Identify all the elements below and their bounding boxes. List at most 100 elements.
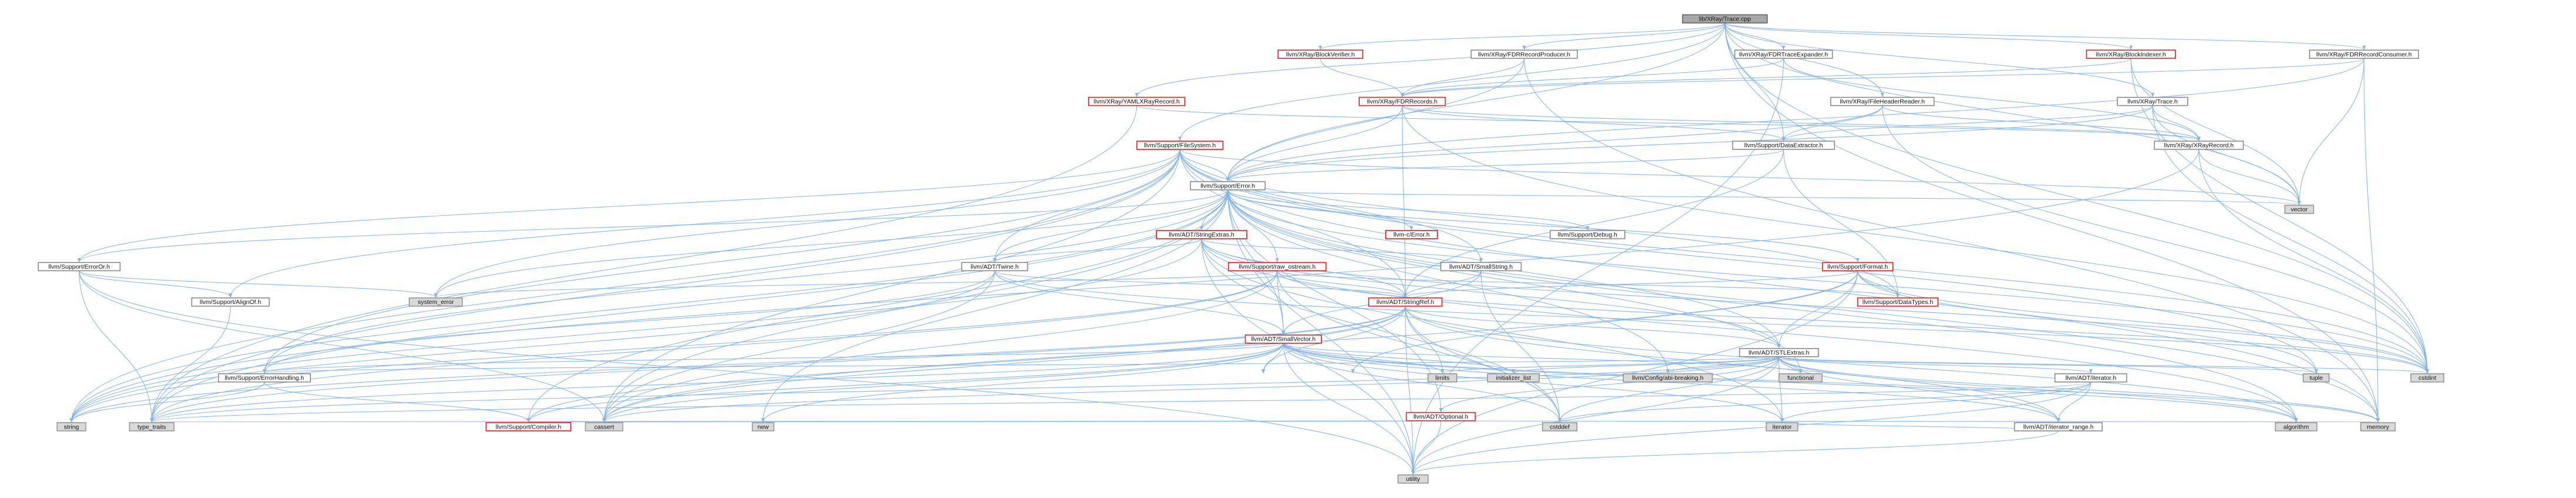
- node-box: [1470, 49, 1578, 59]
- node-box: [56, 422, 86, 432]
- node-fdr-trace-expander[interactable]: llvm/XRay/FDRTraceExpander.h: [1734, 49, 1833, 59]
- node-string-extras[interactable]: llvm/ADT/StringExtras.h: [1156, 230, 1247, 239]
- edge-xray_record-to-cstdint: [2198, 149, 2430, 374]
- edge-string_extras-to-algorithm: [1201, 238, 2298, 423]
- edge-xray_trace-to-data_extractor: [1781, 105, 2153, 141]
- node-new[interactable]: new: [752, 422, 775, 432]
- edge-support_format-to-tuple: [1857, 270, 2318, 374]
- node-yaml-xray-record[interactable]: llvm/XRay/YAMLXRayRecord.h: [1088, 96, 1186, 106]
- node-file-header-reader[interactable]: llvm/XRay/FileHeaderReader.h: [1830, 96, 1935, 106]
- node-string-ref[interactable]: llvm/ADT/StringRef.h: [1368, 297, 1443, 307]
- node-data-extractor[interactable]: llvm/Support/DataExtractor.h: [1732, 141, 1835, 150]
- node-initializer-list[interactable]: initializer_list: [1487, 373, 1540, 383]
- node-optional[interactable]: llvm/ADT/Optional.h: [1406, 412, 1476, 422]
- node-abi-breaking[interactable]: llvm/Config/abi-breaking.h: [1623, 373, 1713, 383]
- node-box: [1227, 262, 1327, 272]
- node-label: llvm/Config/abi-breaking.h: [1632, 375, 1704, 382]
- node-xray-record[interactable]: llvm/XRay/XRayRecord.h: [2154, 141, 2244, 150]
- node-label: string: [64, 423, 79, 430]
- edge-small_vector-to-cstring: [1262, 343, 1284, 374]
- edge-align_of-to-type_traits: [150, 306, 231, 423]
- node-xray-trace[interactable]: llvm/XRay/Trace.h: [2117, 96, 2188, 106]
- node-raw-ostream[interactable]: llvm/Support/raw_ostream.h: [1227, 262, 1327, 272]
- node-string[interactable]: string: [56, 422, 86, 432]
- edge-data_extractor-to-data_types: [1783, 149, 1900, 298]
- node-compiler[interactable]: llvm/Support/Compiler.h: [485, 422, 572, 432]
- node-box: [1766, 422, 1798, 432]
- node-stl-extras[interactable]: llvm/ADT/STLExtras.h: [1739, 347, 1819, 357]
- node-iterator-std[interactable]: iterator: [1766, 422, 1798, 432]
- edge-fdr_records-to-support_error: [1226, 105, 1403, 182]
- edge-trace_cpp-to-fdr_record_producer: [1522, 22, 1726, 51]
- node-cstddef[interactable]: cstddef: [1542, 422, 1577, 432]
- node-label: llvm/XRay/FileHeaderReader.h: [1840, 98, 1925, 105]
- node-system-error[interactable]: system_error: [409, 297, 463, 307]
- node-type-traits[interactable]: type_traits: [129, 422, 175, 432]
- node-support-format[interactable]: llvm/Support/Format.h: [1822, 262, 1894, 272]
- node-box: [2054, 373, 2127, 383]
- node-utility[interactable]: utility: [1397, 474, 1429, 484]
- edge-raw_ostream-to-cstdint: [1277, 270, 2430, 374]
- edge-fdr_record_consumer-to-fdr_records: [1400, 58, 2365, 98]
- node-label: llvm/ADT/StringExtras.h: [1169, 232, 1234, 239]
- edge-filesystem-to-string: [69, 149, 1180, 423]
- edge-support_format-to-string_ref: [1403, 270, 1858, 298]
- node-iterator-range[interactable]: llvm/ADT/iterator_range.h: [2014, 422, 2103, 432]
- edge-small_vector-to-new: [761, 343, 1284, 423]
- edge-fdr_trace_expander-to-fdr_records: [1400, 58, 1784, 98]
- edge-yaml_xray_record-to-xray_record: [1136, 105, 2201, 141]
- node-label: tuple: [2310, 375, 2323, 382]
- node-trace-cpp[interactable]: lib/XRay/Trace.cpp: [1682, 14, 1768, 24]
- edge-trace_cpp-to-fdr_record_consumer: [1724, 22, 2366, 51]
- node-filesystem[interactable]: llvm/Support/FileSystem.h: [1136, 141, 1224, 150]
- edge-raw_ostream-to-cassert: [602, 270, 1278, 423]
- node-vector[interactable]: vector: [2284, 205, 2314, 214]
- node-iterator-h[interactable]: llvm/ADT/iterator.h: [2054, 373, 2127, 383]
- node-label: limits: [1436, 375, 1450, 382]
- edge-small_string-to-cstddef: [1480, 270, 1561, 423]
- node-fdr-records[interactable]: llvm/XRay/FDRRecords.h: [1359, 96, 1446, 106]
- edge-filesystem-to-error_handling: [262, 149, 1180, 374]
- edge-xray_trace-to-vector: [2152, 105, 2301, 205]
- node-support-debug[interactable]: llvm/Support/Debug.h: [1550, 230, 1626, 239]
- node-cstdint[interactable]: cstdint: [2410, 373, 2445, 383]
- node-box: [585, 422, 623, 432]
- node-functional[interactable]: functional: [1778, 373, 1823, 383]
- node-align-of[interactable]: llvm/Support/AlignOf.h: [191, 297, 270, 307]
- edge-fdr_trace_expander-to-xray_record: [1783, 58, 2201, 141]
- edge-string_ref-to-string: [69, 306, 1406, 423]
- edge-support_error-to-compiler: [526, 189, 1229, 423]
- node-memory[interactable]: memory: [2360, 422, 2396, 432]
- node-block-verifier[interactable]: llvm/XRay/BlockVerifier.h: [1277, 49, 1363, 59]
- edge-stl_extras-to-iterator_range: [1778, 356, 2060, 423]
- node-error-handling[interactable]: llvm/Support/ErrorHandling.h: [218, 373, 311, 383]
- edge-filesystem-to-align_of: [229, 149, 1180, 298]
- edge-string_extras-to-twine: [993, 238, 1202, 263]
- node-block-indexer[interactable]: llvm/XRay/BlockIndexer.h: [2086, 49, 2176, 59]
- node-fdr-record-producer[interactable]: llvm/XRay/FDRRecordProducer.h: [1470, 49, 1578, 59]
- node-fdr-record-consumer[interactable]: llvm/XRay/FDRRecordConsumer.h: [2309, 49, 2420, 59]
- node-error-or[interactable]: llvm/Support/ErrorOr.h: [38, 262, 121, 272]
- edge-support_error-to-functional: [1227, 189, 1803, 374]
- edge-twine-to-cassert: [602, 270, 995, 423]
- node-label: llvm/ADT/Optional.h: [1413, 413, 1469, 420]
- node-twine[interactable]: llvm/ADT/Twine.h: [961, 262, 1029, 272]
- node-tuple[interactable]: tuple: [2303, 373, 2330, 383]
- edge-error_handling-to-string: [69, 382, 265, 423]
- node-box: [1088, 96, 1186, 106]
- node-limits[interactable]: limits: [1427, 373, 1457, 383]
- node-support-error[interactable]: llvm/Support/Error.h: [1190, 181, 1266, 190]
- node-small-vector[interactable]: llvm/ADT/SmallVector.h: [1244, 334, 1322, 344]
- node-data-types[interactable]: llvm/Support/DataTypes.h: [1857, 297, 1938, 307]
- node-box: [2086, 49, 2176, 59]
- node-label: llvm/Support/Compiler.h: [496, 423, 562, 430]
- node-label: llvm/XRay/FDRRecordProducer.h: [1478, 51, 1570, 58]
- node-small-string[interactable]: llvm/ADT/SmallString.h: [1440, 262, 1522, 272]
- edge-stl_extras-to-limits: [1440, 356, 1780, 374]
- node-box: [1739, 347, 1819, 357]
- node-cassert[interactable]: cassert: [585, 422, 623, 432]
- node-algorithm[interactable]: algorithm: [2275, 422, 2318, 432]
- edge-iterator_h-to-type_traits: [150, 382, 2091, 423]
- node-c-error[interactable]: llvm-c/Error.h: [1385, 230, 1438, 239]
- edge-fdr_records-to-cstdint: [1402, 105, 2430, 374]
